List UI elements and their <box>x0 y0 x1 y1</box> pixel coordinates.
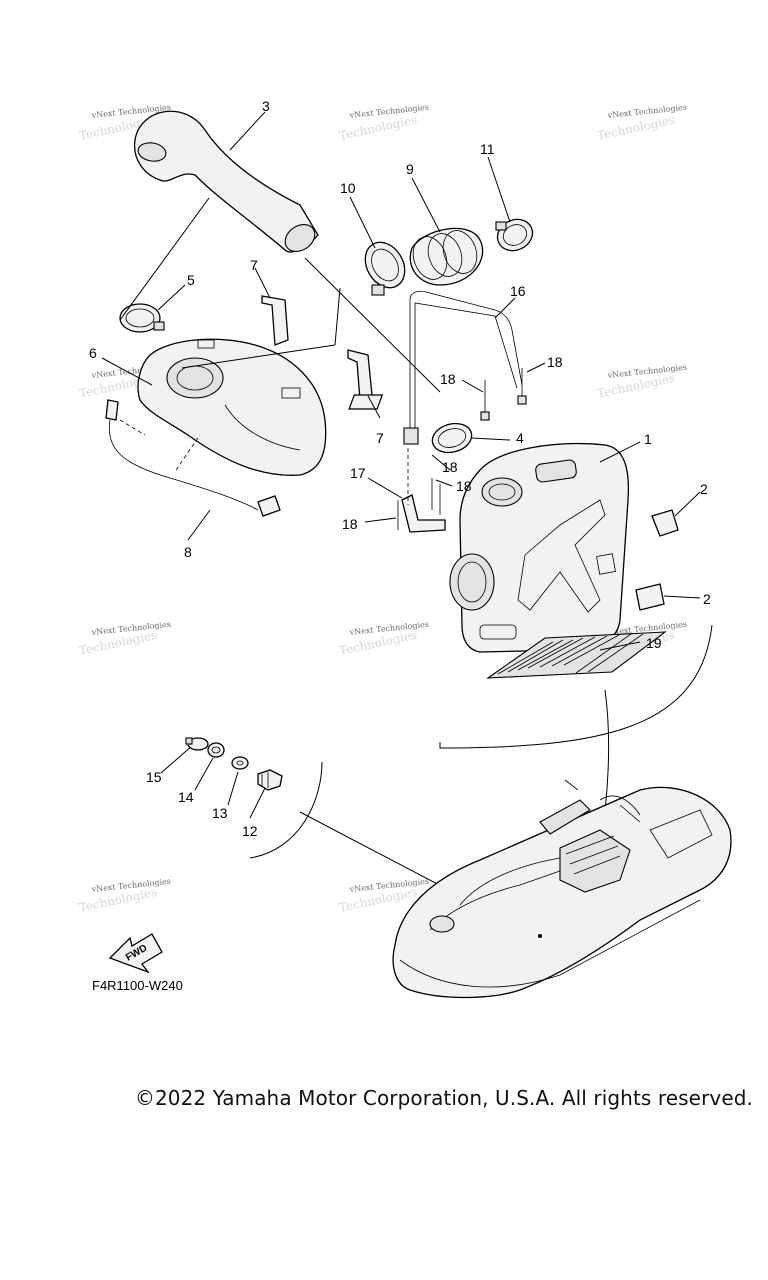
inset-frame-drain <box>249 761 323 859</box>
callout-8[interactable]: 8 <box>184 544 192 560</box>
callout-6[interactable]: 6 <box>89 345 97 361</box>
callout-12[interactable]: 12 <box>242 823 258 839</box>
callout-10[interactable]: 10 <box>340 180 356 196</box>
fwd-arrow-icon: FWD <box>108 933 163 974</box>
callout-18c[interactable]: 18 <box>442 459 458 475</box>
part-13-washer[interactable] <box>231 756 249 770</box>
callout-15[interactable]: 15 <box>146 769 162 785</box>
part-2-pad[interactable] <box>651 509 679 537</box>
callout-16[interactable]: 16 <box>510 283 526 299</box>
part-5-clamp[interactable] <box>119 303 165 333</box>
callout-19[interactable]: 19 <box>646 635 662 651</box>
callout-14[interactable]: 14 <box>178 789 194 805</box>
part-6-intake-box[interactable] <box>137 338 327 476</box>
callout-18b[interactable]: 18 <box>440 371 456 387</box>
callout-13[interactable]: 13 <box>212 805 228 821</box>
callout-9[interactable]: 9 <box>406 161 414 177</box>
callout-7a[interactable]: 7 <box>250 257 258 273</box>
callout-18e[interactable]: 18 <box>342 516 358 532</box>
part-7-bracket[interactable] <box>347 349 373 401</box>
part-18-fastener[interactable] <box>348 380 490 421</box>
callout-5[interactable]: 5 <box>187 272 195 288</box>
part-3-hose[interactable] <box>133 110 320 257</box>
part-14-collar[interactable] <box>207 742 225 758</box>
callout-18a[interactable]: 18 <box>547 354 563 370</box>
callout-2b[interactable]: 2 <box>703 591 711 607</box>
part-15-clamp[interactable] <box>185 737 209 751</box>
leader-lines <box>101 111 701 819</box>
part-16-strap[interactable] <box>403 290 523 445</box>
callout-1[interactable]: 1 <box>644 431 652 447</box>
part-7-bracket[interactable] <box>261 295 289 346</box>
watercraft-illustration <box>392 779 732 999</box>
part-4-clamp[interactable] <box>429 419 475 456</box>
part-2-pad[interactable] <box>635 583 665 611</box>
part-18-fastener[interactable] <box>517 368 527 405</box>
part-17-bracket[interactable] <box>401 494 446 533</box>
callout-3[interactable]: 3 <box>262 98 270 114</box>
callout-2a[interactable]: 2 <box>700 481 708 497</box>
part-18-fastener[interactable] <box>431 478 441 515</box>
part-1-tank[interactable] <box>449 442 630 653</box>
part-19-mat[interactable] <box>486 631 667 679</box>
inset-frame-tank <box>439 624 713 749</box>
part-12-plug[interactable] <box>257 769 283 791</box>
part-11-clamp[interactable] <box>492 214 537 256</box>
diagram-code: F4R1100-W240 <box>92 978 183 993</box>
part-10-clamp[interactable] <box>357 235 412 296</box>
callout-11[interactable]: 11 <box>480 141 495 157</box>
callout-4[interactable]: 4 <box>516 430 524 446</box>
part-9-joint[interactable] <box>407 226 484 286</box>
copyright-notice: ©2022 Yamaha Motor Corporation, U.S.A. A… <box>134 1086 753 1110</box>
callout-17[interactable]: 17 <box>350 465 366 481</box>
callout-numbers: 3 5 6 7 7 8 9 10 11 16 18 18 4 1 18 18 1… <box>89 98 711 839</box>
part-8-strap[interactable] <box>105 399 281 517</box>
callout-7b[interactable]: 7 <box>376 430 384 446</box>
callout-18d[interactable]: 18 <box>456 478 472 494</box>
